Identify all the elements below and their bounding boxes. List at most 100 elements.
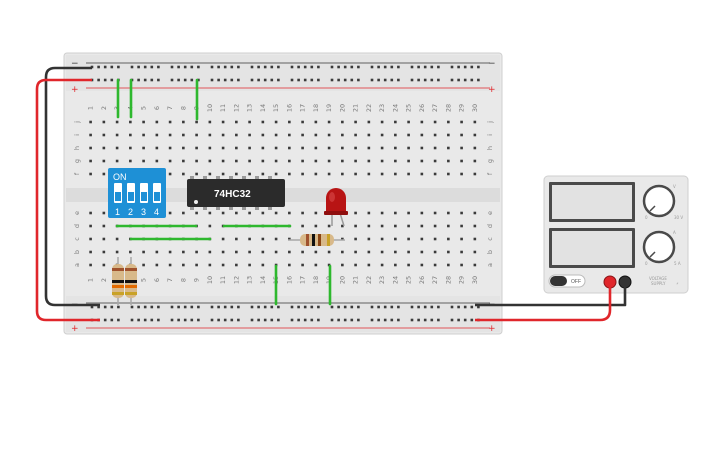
breadboard-hole[interactable]: [103, 305, 107, 309]
breadboard-hole[interactable]: [457, 78, 460, 82]
breadboard-hole[interactable]: [310, 318, 314, 322]
breadboard-hole[interactable]: [457, 65, 460, 69]
breadboard-hole[interactable]: [337, 65, 340, 69]
breadboard-hole[interactable]: [248, 211, 251, 215]
breadboard-hole[interactable]: [130, 318, 134, 322]
breadboard-hole[interactable]: [394, 224, 397, 228]
breadboard-hole[interactable]: [380, 172, 384, 176]
breadboard-hole[interactable]: [407, 250, 410, 254]
breadboard-hole[interactable]: [447, 146, 450, 150]
breadboard-hole[interactable]: [383, 78, 387, 82]
breadboard-hole[interactable]: [430, 305, 434, 309]
breadboard-hole[interactable]: [142, 250, 145, 254]
resistor-led[interactable]: [288, 234, 345, 246]
breadboard-hole[interactable]: [317, 318, 320, 322]
breadboard-hole[interactable]: [168, 159, 172, 163]
breadboard-hole[interactable]: [420, 133, 424, 137]
breadboard-hole[interactable]: [447, 237, 450, 241]
breadboard-hole[interactable]: [460, 250, 463, 254]
breadboard-hole[interactable]: [447, 224, 450, 228]
breadboard-hole[interactable]: [223, 318, 227, 322]
breadboard-hole[interactable]: [221, 133, 225, 137]
breadboard-hole[interactable]: [354, 263, 357, 267]
breadboard-hole[interactable]: [97, 78, 100, 82]
breadboard-hole[interactable]: [102, 172, 106, 176]
breadboard-hole[interactable]: [367, 211, 371, 215]
breadboard-hole[interactable]: [380, 237, 384, 241]
breadboard-hole[interactable]: [261, 146, 265, 150]
breadboard-hole[interactable]: [170, 78, 174, 82]
breadboard-hole[interactable]: [235, 237, 238, 241]
breadboard-hole[interactable]: [303, 318, 307, 322]
breadboard-hole[interactable]: [447, 159, 450, 163]
breadboard-hole[interactable]: [337, 305, 340, 309]
breadboard-hole[interactable]: [195, 159, 198, 163]
breadboard-hole[interactable]: [221, 250, 225, 254]
breadboard-hole[interactable]: [457, 318, 460, 322]
breadboard-hole[interactable]: [288, 250, 291, 254]
breadboard-hole[interactable]: [437, 318, 440, 322]
breadboard-hole[interactable]: [433, 133, 437, 137]
breadboard-hole[interactable]: [102, 211, 106, 215]
breadboard-hole[interactable]: [129, 133, 132, 137]
breadboard-hole[interactable]: [221, 146, 225, 150]
breadboard-hole[interactable]: [301, 146, 304, 150]
breadboard-hole[interactable]: [270, 65, 274, 69]
breadboard-hole[interactable]: [208, 263, 212, 267]
current-knob[interactable]: [642, 230, 676, 264]
breadboard-hole[interactable]: [314, 120, 318, 124]
breadboard-hole[interactable]: [89, 172, 92, 176]
breadboard-hole[interactable]: [337, 318, 340, 322]
breadboard-hole[interactable]: [168, 172, 172, 176]
breadboard-hole[interactable]: [367, 250, 371, 254]
breadboard-hole[interactable]: [330, 78, 334, 82]
breadboard-hole[interactable]: [168, 120, 172, 124]
breadboard-hole[interactable]: [473, 250, 477, 254]
breadboard-hole[interactable]: [310, 78, 314, 82]
breadboard-hole[interactable]: [129, 120, 132, 124]
breadboard-hole[interactable]: [354, 146, 357, 150]
voltage-knob[interactable]: [642, 184, 676, 218]
breadboard-hole[interactable]: [394, 250, 397, 254]
breadboard-hole[interactable]: [473, 237, 477, 241]
breadboard-hole[interactable]: [102, 146, 106, 150]
breadboard-hole[interactable]: [407, 120, 410, 124]
breadboard-hole[interactable]: [417, 65, 420, 69]
breadboard-hole[interactable]: [314, 250, 318, 254]
breadboard-hole[interactable]: [129, 250, 132, 254]
breadboard-hole[interactable]: [370, 78, 374, 82]
breadboard-hole[interactable]: [208, 224, 212, 228]
breadboard-hole[interactable]: [327, 120, 331, 124]
breadboard-hole[interactable]: [437, 65, 440, 69]
breadboard-hole[interactable]: [250, 305, 254, 309]
breadboard-hole[interactable]: [354, 211, 357, 215]
breadboard-hole[interactable]: [117, 65, 120, 69]
breadboard-hole[interactable]: [477, 78, 480, 82]
breadboard-hole[interactable]: [230, 65, 234, 69]
breadboard-hole[interactable]: [89, 133, 92, 137]
breadboard-hole[interactable]: [183, 65, 187, 69]
breadboard-hole[interactable]: [477, 305, 480, 309]
breadboard-hole[interactable]: [460, 263, 463, 267]
breadboard-hole[interactable]: [97, 65, 100, 69]
breadboard-hole[interactable]: [463, 65, 467, 69]
breadboard-hole[interactable]: [261, 172, 265, 176]
breadboard-hole[interactable]: [383, 318, 387, 322]
breadboard-hole[interactable]: [303, 65, 307, 69]
breadboard-hole[interactable]: [277, 318, 280, 322]
breadboard-hole[interactable]: [423, 318, 427, 322]
breadboard-hole[interactable]: [168, 250, 172, 254]
breadboard-hole[interactable]: [447, 120, 450, 124]
breadboard-hole[interactable]: [288, 237, 291, 241]
power-toggle-button[interactable]: OFF: [548, 274, 586, 288]
breadboard-hole[interactable]: [230, 78, 234, 82]
breadboard-hole[interactable]: [327, 224, 331, 228]
breadboard-hole[interactable]: [354, 224, 357, 228]
breadboard-hole[interactable]: [237, 318, 240, 322]
breadboard-hole[interactable]: [463, 318, 467, 322]
breadboard-hole[interactable]: [170, 65, 174, 69]
breadboard-hole[interactable]: [155, 250, 159, 254]
breadboard-hole[interactable]: [208, 120, 212, 124]
breadboard-hole[interactable]: [197, 318, 200, 322]
breadboard-hole[interactable]: [327, 159, 331, 163]
